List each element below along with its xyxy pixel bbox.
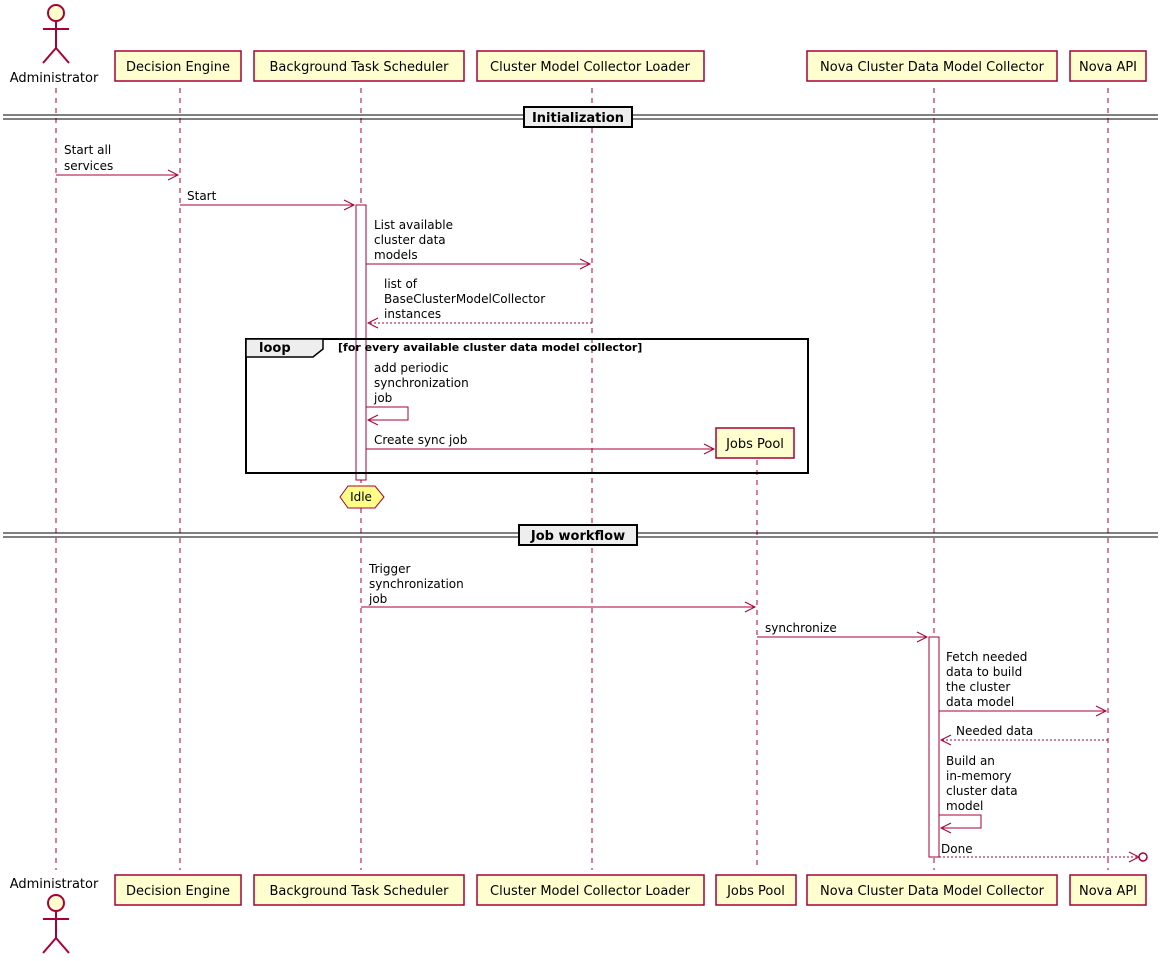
message-build-in-memory-model: Build an in-memory cluster data model	[939, 754, 1018, 834]
loop-frame: loop [for every available cluster data m…	[245, 338, 809, 474]
participant-decision-engine-bottom: Decision Engine	[114, 874, 242, 906]
message-label-line: list of	[384, 277, 418, 291]
message-label-line: job	[373, 391, 392, 405]
participant-label: Background Task Scheduler	[270, 884, 450, 899]
message-label-line: synchronize	[765, 621, 837, 635]
participant-scheduler-bottom: Background Task Scheduler	[253, 874, 465, 906]
message-label-line: data to build	[946, 665, 1022, 679]
message-label-line: synchronization	[374, 376, 469, 390]
actor-administrator-bottom: Administrator	[10, 877, 99, 954]
participant-nova-collector-top: Nova Cluster Data Model Collector	[806, 50, 1058, 82]
message-start-all-services: Start all services	[56, 143, 180, 181]
message-label-line: services	[64, 159, 113, 173]
state-label: Idle	[350, 490, 372, 504]
message-label-line: model	[946, 799, 983, 813]
divider-job-workflow: Job workflow	[3, 524, 1158, 546]
message-label-line: Fetch needed	[946, 650, 1027, 664]
message-label-line: models	[374, 248, 418, 262]
message-label-line: job	[368, 592, 387, 606]
participant-label: Jobs Pool	[726, 884, 785, 899]
message-start: Start	[180, 189, 356, 211]
activation-nova-collector	[928, 636, 940, 858]
divider-label: Initialization	[532, 111, 624, 126]
participant-label: Cluster Model Collector Loader	[490, 884, 691, 899]
participants-bottom: Administrator Decision Engine Background…	[10, 874, 1147, 954]
message-label-line: BaseClusterModelCollector	[384, 292, 545, 306]
message-needed-data: Needed data	[939, 724, 1108, 746]
participant-label: Decision Engine	[126, 884, 230, 899]
message-label-line: Start all	[64, 143, 111, 157]
loop-condition: [for every available cluster data model …	[338, 341, 642, 354]
participant-jobs-pool-created: Jobs Pool	[715, 427, 795, 459]
participant-decision-engine-top: Decision Engine	[114, 50, 242, 82]
participant-nova-collector-bottom: Nova Cluster Data Model Collector	[806, 874, 1058, 906]
message-label-line: in-memory	[946, 769, 1011, 783]
participants-top: Administrator Decision Engine Background…	[10, 4, 1147, 86]
participant-label: Administrator	[10, 71, 99, 86]
divider-label: Job workflow	[530, 529, 625, 544]
message-synchronize: synchronize	[757, 621, 929, 643]
message-label-line: Done	[941, 842, 973, 856]
participant-label: Nova Cluster Data Model Collector	[820, 60, 1045, 75]
message-label-line: cluster data	[946, 784, 1018, 798]
message-label-line: Needed data	[956, 724, 1033, 738]
message-fetch-needed-data: Fetch needed data to build the cluster d…	[939, 650, 1108, 717]
participant-label: Nova Cluster Data Model Collector	[820, 884, 1045, 899]
message-done: Done	[939, 842, 1148, 863]
message-label-line: Trigger	[368, 562, 410, 576]
participant-label: Jobs Pool	[725, 437, 784, 452]
message-label-line: Create sync job	[374, 433, 467, 447]
participant-label: Administrator	[10, 877, 99, 892]
message-label-line: Build an	[946, 754, 995, 768]
participant-label: Nova API	[1079, 60, 1137, 75]
message-list-available-models: List available cluster data models	[366, 218, 592, 270]
message-label-line: synchronization	[369, 577, 464, 591]
participant-label: Decision Engine	[126, 60, 230, 75]
message-label-line: the cluster	[946, 680, 1010, 694]
message-label-line: instances	[384, 307, 441, 321]
message-label-line: cluster data	[374, 233, 446, 247]
participant-label: Cluster Model Collector Loader	[490, 60, 691, 75]
participant-jobs-pool-bottom: Jobs Pool	[715, 874, 797, 906]
message-label-line: Start	[187, 189, 217, 203]
divider-initialization: Initialization	[3, 106, 1158, 128]
participant-nova-api-bottom: Nova API	[1069, 874, 1147, 906]
message-label-line: add periodic	[374, 361, 449, 375]
participant-loader-top: Cluster Model Collector Loader	[476, 50, 705, 82]
message-label-line: data model	[946, 695, 1014, 709]
participant-label: Background Task Scheduler	[270, 60, 450, 75]
message-trigger-sync-job: Trigger synchronization job	[361, 562, 757, 613]
participant-loader-bottom: Cluster Model Collector Loader	[476, 874, 705, 906]
message-label-line: List available	[374, 218, 453, 232]
participant-scheduler-top: Background Task Scheduler	[253, 50, 465, 82]
message-add-periodic-job: add periodic synchronization job	[366, 361, 469, 426]
message-list-of-instances: list of BaseClusterModelCollector instan…	[366, 277, 592, 329]
message-create-sync-job: Create sync job	[366, 433, 716, 455]
participant-label: Nova API	[1079, 884, 1137, 899]
participant-nova-api-top: Nova API	[1069, 50, 1147, 82]
actor-administrator-top: Administrator	[10, 4, 99, 86]
loop-label: loop	[259, 341, 291, 356]
activation-scheduler	[355, 204, 367, 481]
state-idle: Idle	[339, 485, 385, 509]
